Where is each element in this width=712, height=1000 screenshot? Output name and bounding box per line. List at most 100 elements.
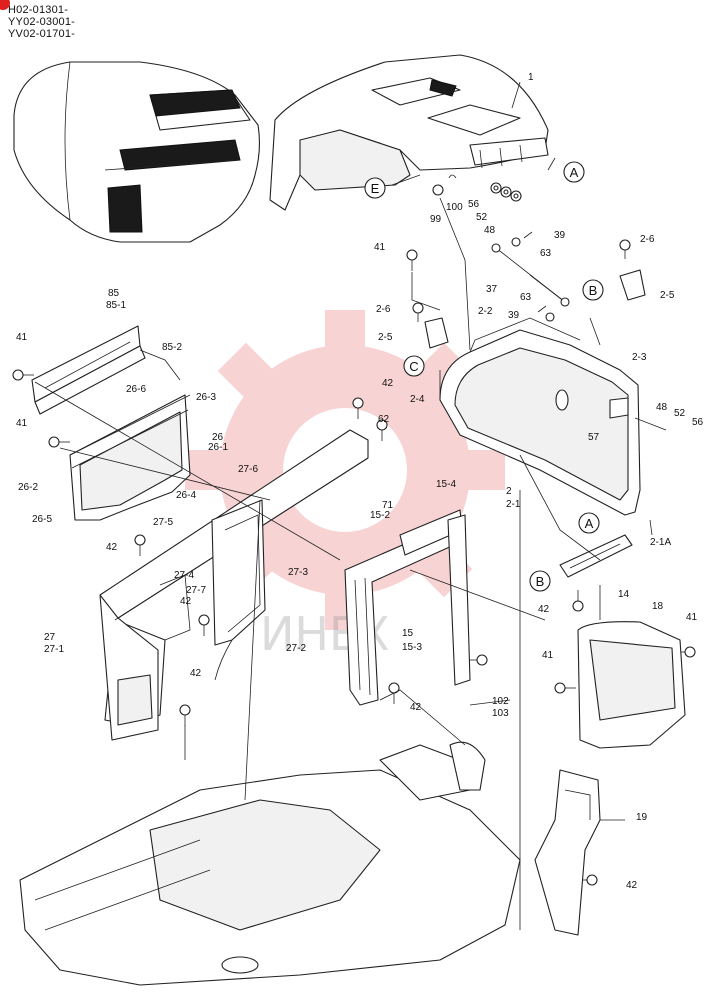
callout-circle: A	[563, 161, 585, 183]
part-number-label: 2-1	[506, 499, 521, 510]
part-number-label: 41	[374, 242, 386, 253]
base-frame-part	[19, 741, 521, 986]
part-number-label: 2-4	[410, 394, 425, 405]
hood-fasteners	[432, 174, 522, 202]
cover-18-part	[577, 621, 686, 749]
part-number-label: 48	[484, 225, 496, 236]
callout-circle: E	[364, 177, 386, 199]
part-number-label: 41	[686, 612, 698, 623]
plate-85-part	[31, 325, 146, 415]
part-number-label: 63	[540, 248, 552, 259]
part-number-label: 42	[410, 702, 422, 713]
callout-markers: A E B C A B	[364, 161, 604, 592]
bolt-icons	[12, 239, 696, 886]
part-number-label: 2	[506, 486, 512, 497]
part-number-label: 2-1A	[650, 537, 671, 548]
serial-number: YY02-03001-	[8, 16, 76, 28]
part-number-label: 26-6	[126, 384, 146, 395]
part-number-label: 27-6	[238, 464, 258, 475]
machine-thumbnail	[13, 61, 261, 243]
part-number-label: 15-4	[436, 479, 456, 490]
callout-circle: C	[403, 355, 425, 377]
part-number-label: 15	[402, 628, 414, 639]
panel-26-part	[69, 394, 191, 521]
part-number-label: 15-3	[402, 642, 422, 653]
callout-letter: B	[536, 574, 545, 589]
part-number-label: 52	[674, 408, 686, 419]
leader-lines	[34, 81, 667, 930]
callout-letter: A	[570, 165, 579, 180]
part-number-label: 41	[542, 650, 554, 661]
part-number-label: 26	[212, 432, 224, 443]
part-number-label: 26-2	[18, 482, 38, 493]
part-number-label: 27-7	[186, 585, 206, 596]
part-number-label: 19	[636, 812, 648, 823]
part-number-label: 42	[106, 542, 118, 553]
part-number-label: 39	[554, 230, 566, 241]
cover-19-part	[534, 769, 601, 936]
callout-letter: A	[585, 516, 594, 531]
callout-letter: C	[409, 359, 418, 374]
part-number-label: 57	[588, 432, 600, 443]
part-number-label: 2-6	[640, 234, 655, 245]
part-number-label: 2-2	[478, 306, 493, 317]
part-number-label: 85	[108, 288, 120, 299]
part-number-label: 99	[430, 214, 442, 225]
part-number-label: 42	[626, 880, 638, 891]
part-number-label: 1	[528, 72, 534, 83]
part-number-label: 18	[652, 601, 664, 612]
part-number-label: 26-3	[196, 392, 216, 403]
part-number-label: 56	[468, 199, 480, 210]
part-number-label: 41	[16, 418, 28, 429]
corner-logo-icon	[0, 0, 10, 10]
part-number-label: 27-5	[153, 517, 173, 528]
part-number-label: 39	[508, 310, 520, 321]
panel-27-3-part	[211, 499, 266, 681]
part-number-label: 37	[486, 284, 498, 295]
part-number-label: 85-2	[162, 342, 182, 353]
callout-circle: A	[578, 512, 600, 534]
callout-letter: B	[589, 283, 598, 298]
part-number-label: 62	[378, 414, 390, 425]
gas-strut-part	[491, 231, 570, 322]
part-number-label: 48	[656, 402, 668, 413]
callout-circle: B	[582, 279, 604, 301]
part-number-label: 2-3	[632, 352, 647, 363]
part-number-label: 27-4	[174, 570, 194, 581]
frame-27-part	[99, 429, 369, 741]
part-number-label: 42	[538, 604, 550, 615]
part-number-label: 2-5	[660, 290, 675, 301]
part-number-label: 2-6	[376, 304, 391, 315]
part-number-label: 42	[190, 668, 202, 679]
part-number-label: 26-4	[176, 490, 196, 501]
part-number-label: 27-2	[286, 643, 306, 654]
part-number-label: 41	[16, 332, 28, 343]
part-number-label: 14	[618, 589, 630, 600]
part-number-label: 27	[44, 632, 56, 643]
callout-circle: B	[529, 570, 551, 592]
part-number-label: 26-1	[208, 442, 228, 453]
part-number-label: 100	[446, 202, 463, 213]
serial-number: YV02-01701-	[8, 28, 76, 40]
part-number-label: 2-5	[378, 332, 393, 343]
part-number-label: 26-5	[32, 514, 52, 525]
bracket-15-part	[344, 509, 471, 706]
part-number-label: 42	[180, 596, 192, 607]
part-number-label: 56	[692, 417, 704, 428]
part-number-label: 103	[492, 708, 509, 719]
strip-14-part	[559, 534, 633, 578]
part-number-label: 15-2	[370, 510, 390, 521]
part-number-label: 52	[476, 212, 488, 223]
part-number-label: 71	[382, 500, 394, 511]
side-panel-2-part	[439, 317, 641, 516]
serial-number: H02-01301-	[8, 4, 69, 16]
part-number-label: 27-1	[44, 644, 64, 655]
callout-letter: E	[371, 181, 380, 196]
hood-top-part	[269, 54, 549, 211]
part-number-label: 63	[520, 292, 532, 303]
hinge-bracket-part	[424, 269, 646, 349]
part-number-label: 27-3	[288, 567, 308, 578]
